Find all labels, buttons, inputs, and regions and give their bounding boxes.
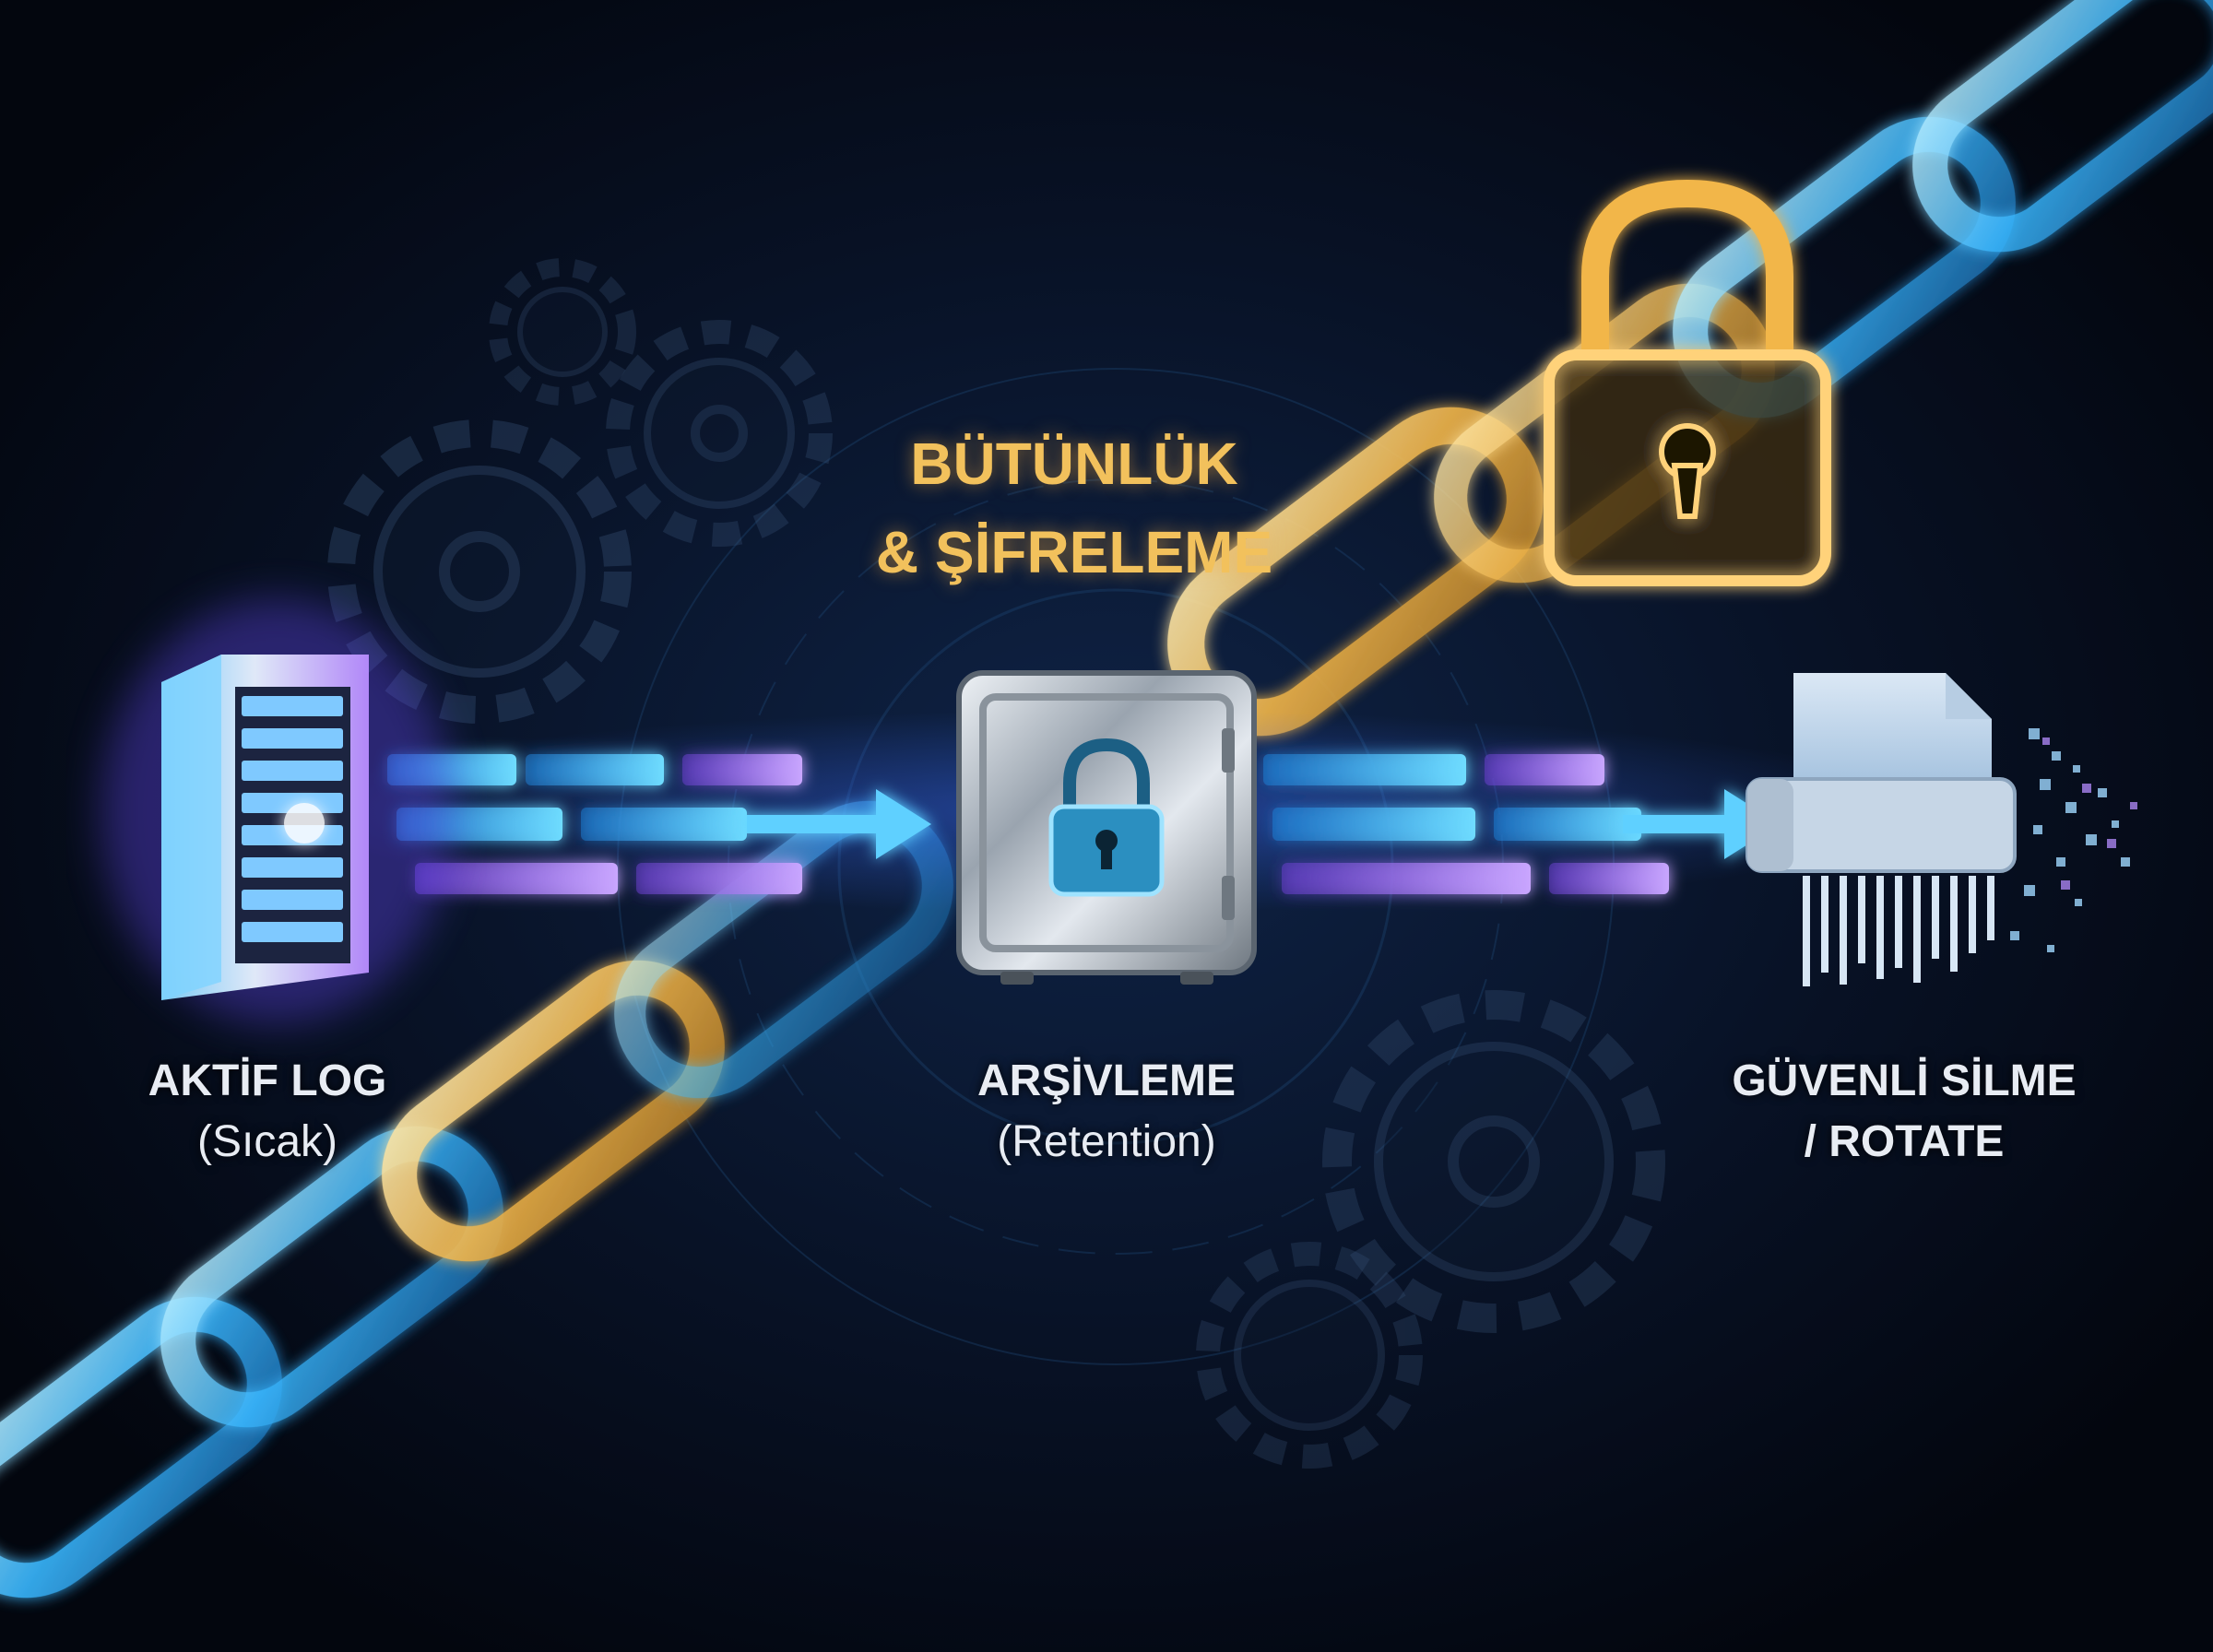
- gear-icon: [489, 258, 636, 406]
- stage-label-active-log: AKTİF LOG (Sıcak): [83, 1051, 452, 1173]
- stage-label-secure-delete: GÜVENLİ SİLME / ROTATE: [1660, 1051, 2148, 1173]
- data-stream-2: [1263, 754, 1669, 894]
- title-line-2: & ŞİFRELEME: [875, 519, 1273, 585]
- gear-icon: [1322, 990, 1665, 1333]
- stage-label-archiving: ARŞİVLEME (Retention): [913, 1051, 1300, 1173]
- gear-icon: [606, 320, 833, 547]
- stage-label-subtitle: / ROTATE: [1804, 1117, 2005, 1166]
- stage-label-title: GÜVENLİ SİLME: [1732, 1056, 2077, 1105]
- padlock-icon: [1048, 738, 1165, 897]
- padlock-icon: [1544, 179, 1831, 586]
- stage-label-title: AKTİF LOG: [148, 1056, 387, 1105]
- gear-icon: [327, 419, 632, 724]
- stage-label-subtitle: (Retention): [997, 1117, 1216, 1166]
- arrow-right-icon: [747, 789, 931, 859]
- diagram-title: BÜTÜNLÜK & ŞİFRELEME: [784, 419, 1365, 596]
- shredder-icon: [1746, 673, 2137, 986]
- server-icon: [101, 599, 452, 1023]
- stage-label-title: ARŞİVLEME: [976, 1056, 1237, 1105]
- gear-icon: [1196, 1242, 1423, 1469]
- stage-label-subtitle: (Sıcak): [196, 1117, 337, 1166]
- title-line-1: BÜTÜNLÜK: [910, 431, 1238, 497]
